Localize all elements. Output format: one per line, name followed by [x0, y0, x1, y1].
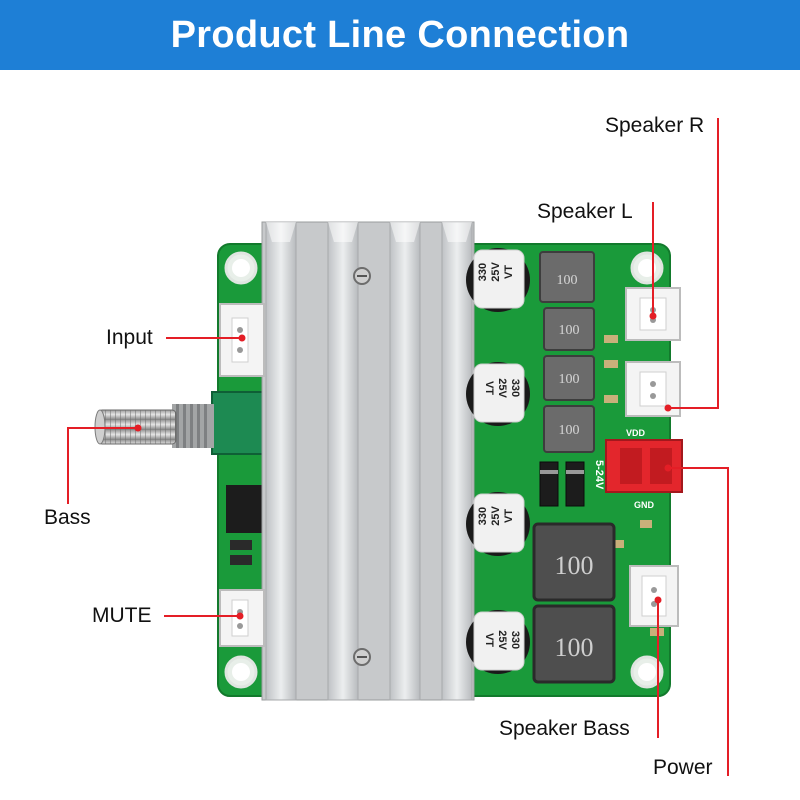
power-terminal [605, 439, 683, 493]
bass-potentiometer [94, 391, 265, 455]
inductor-4-value: 100 [559, 423, 580, 438]
diodes [539, 461, 585, 507]
capacitor-4-value: 330 [509, 631, 521, 649]
inductor-3-value: 100 [559, 372, 580, 387]
capacitor-3-value: 330 [477, 507, 489, 525]
callout-endpoints [134, 312, 672, 620]
capacitor-4-series: VT [483, 633, 495, 647]
capacitor-2-voltage: 25V [496, 378, 508, 398]
inductor-2-value: 100 [559, 323, 580, 338]
small-inductors [539, 251, 595, 453]
large-inductor-2-value: 100 [555, 633, 594, 662]
mute-label: MUTE [92, 604, 152, 627]
capacitor-4-voltage: 25V [496, 630, 508, 650]
capacitor-3 [466, 492, 530, 556]
capacitor-2-value: 330 [509, 379, 521, 397]
vdd-label: VDD [626, 428, 646, 438]
page-title: Product Line Connection [170, 13, 630, 56]
title-banner: Product Line Connection [0, 0, 800, 70]
voltage-label: 5-24V [593, 460, 605, 490]
capacitor-1-series: VT [503, 265, 515, 279]
inductor-1-value: 100 [557, 273, 578, 288]
speaker-bass-connector [629, 565, 679, 627]
speaker-r-connector [625, 361, 681, 417]
capacitor-1-value: 330 [477, 263, 489, 281]
pcb-small-components [226, 335, 664, 636]
capacitor-2-series: VT [483, 381, 495, 395]
speaker-bass-label: Speaker Bass [499, 717, 630, 740]
capacitor-3-voltage: 25V [490, 506, 502, 526]
capacitor-4 [466, 610, 530, 674]
large-inductors [532, 522, 616, 684]
speaker-l-label: Speaker L [537, 200, 633, 223]
large-inductor-1-value: 100 [555, 551, 594, 580]
callout-power [668, 467, 729, 776]
gnd-label: GND [634, 500, 655, 510]
callout-lines [67, 118, 729, 776]
callout-speaker-r [668, 118, 719, 409]
input-label: Input [106, 326, 153, 349]
capacitor-1 [466, 248, 530, 312]
power-label: Power [653, 756, 713, 779]
callout-bass [67, 427, 138, 504]
capacitor-1-voltage: 25V [490, 262, 502, 282]
bass-label: Bass [44, 506, 91, 529]
capacitor-2 [466, 362, 530, 426]
speaker-r-label: Speaker R [605, 114, 705, 137]
aluminum-heatsink [261, 221, 475, 701]
mounting-holes [224, 251, 664, 689]
capacitor-3-series: VT [503, 509, 515, 523]
